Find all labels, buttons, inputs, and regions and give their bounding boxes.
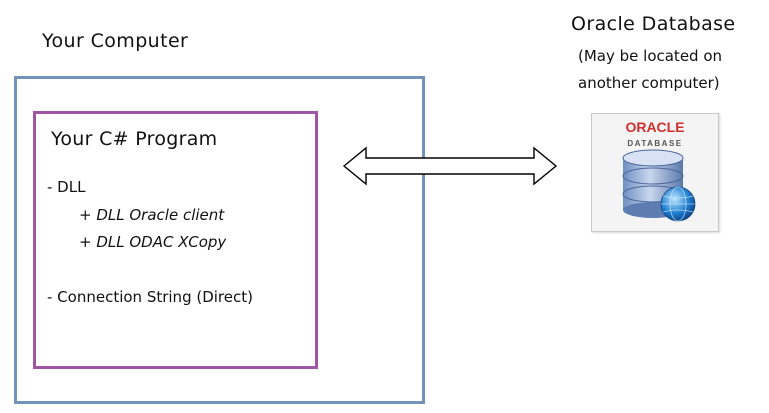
oracle-database-title: Oracle Database bbox=[571, 13, 736, 35]
location-note-line2: another computer) bbox=[578, 74, 720, 92]
item-dll: - DLL bbox=[47, 178, 86, 196]
your-computer-label: Your Computer bbox=[42, 30, 189, 52]
item-dll-odac-xcopy: + DLL ODAC XCopy bbox=[79, 233, 227, 251]
globe-icon bbox=[660, 186, 696, 222]
database-logo-subtext: DATABASE bbox=[627, 139, 682, 148]
csharp-program-title: Your C# Program bbox=[51, 128, 218, 150]
location-note-line1: (May be located on bbox=[578, 47, 723, 65]
csharp-program-box bbox=[33, 111, 318, 369]
double-arrow-icon bbox=[340, 144, 560, 192]
oracle-logo-text: ORACLE bbox=[625, 119, 684, 135]
item-connection-string: - Connection String (Direct) bbox=[47, 288, 253, 306]
your-computer-box bbox=[14, 76, 425, 404]
oracle-database-logo: ORACLE DATABASE bbox=[591, 113, 719, 232]
item-dll-oracle-client: + DLL Oracle client bbox=[79, 206, 225, 224]
